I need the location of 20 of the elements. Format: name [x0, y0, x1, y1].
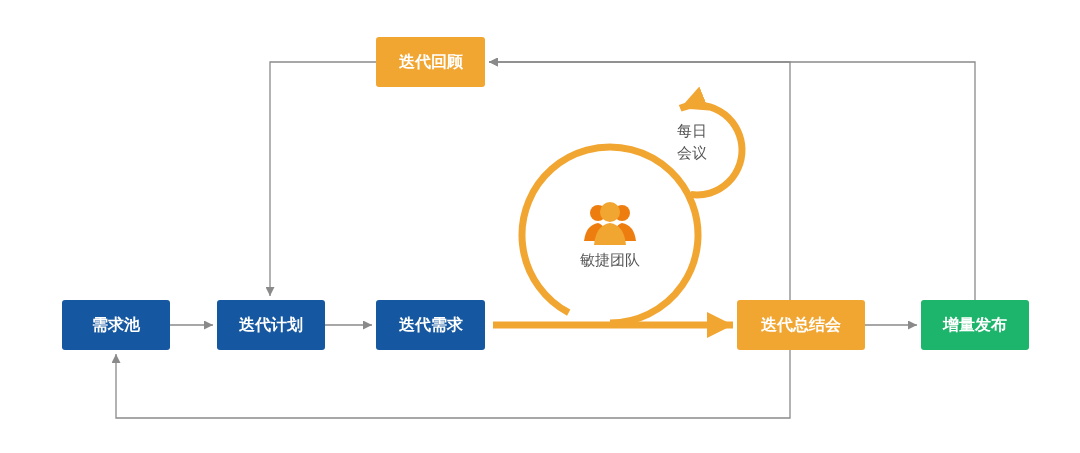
arrow: [265, 61, 377, 297]
arrow: [111, 349, 791, 419]
box-label: 增量发布: [943, 314, 1007, 336]
arrow: [488, 57, 791, 301]
process-box: [921, 300, 1029, 350]
box-label: 迭代总结会: [761, 314, 841, 336]
box-label: 迭代计划: [239, 314, 303, 336]
arrow: [864, 320, 918, 330]
box-label: 迭代需求: [398, 314, 463, 336]
arrow: [324, 320, 373, 330]
process-box: [737, 300, 865, 350]
process-box: [217, 300, 325, 350]
process-box: [376, 300, 485, 350]
process-box: [62, 300, 170, 350]
loop-label: 每日会议: [676, 121, 708, 164]
box-label: 需求池: [92, 314, 140, 336]
team-label: 敏捷团队: [580, 250, 640, 270]
box-label: 迭代回顾: [398, 51, 463, 73]
process-box: [376, 37, 485, 87]
arrow: [169, 320, 214, 330]
